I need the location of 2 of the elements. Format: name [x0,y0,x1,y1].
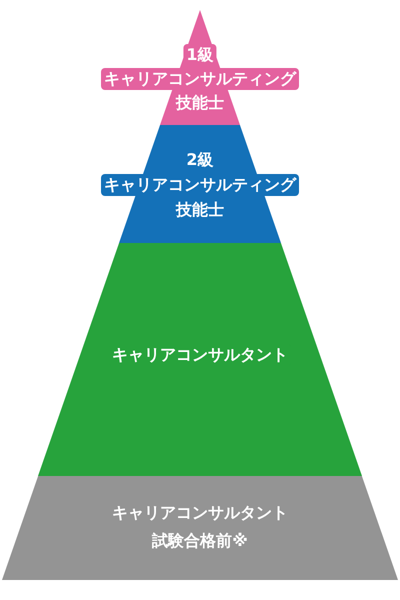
level-label: キャリアコンサルティング [101,174,299,196]
level-label: キャリアコンサルティング [101,68,299,90]
